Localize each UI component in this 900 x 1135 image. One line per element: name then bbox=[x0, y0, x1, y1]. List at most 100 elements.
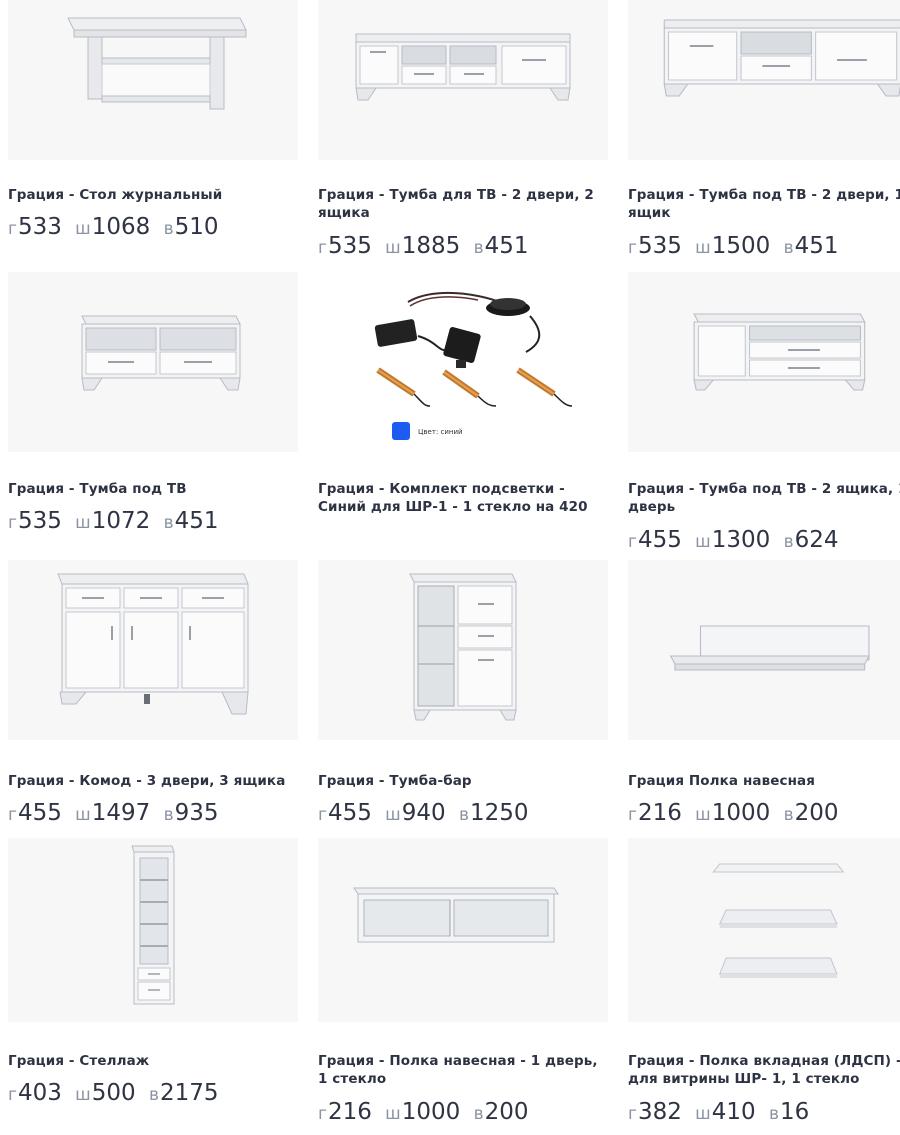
product-dimensions: г455 ш940 в1250 bbox=[318, 800, 529, 826]
width-value: 1068 bbox=[91, 214, 151, 240]
depth-label: г bbox=[8, 805, 17, 825]
depth-value: 533 bbox=[17, 214, 62, 240]
width-value: 1885 bbox=[401, 233, 461, 259]
width-value: 500 bbox=[91, 1080, 136, 1106]
width-label: ш bbox=[75, 1085, 91, 1105]
width-label: ш bbox=[75, 805, 91, 825]
product-title[interactable]: Грация - Комод - 3 двери, 3 ящика bbox=[8, 773, 286, 789]
height-value: 451 bbox=[484, 233, 529, 259]
width-label: ш bbox=[385, 805, 401, 825]
product-image[interactable] bbox=[628, 838, 900, 1022]
depth-label: г bbox=[8, 1085, 17, 1105]
depth-label: г bbox=[628, 1104, 637, 1124]
product-title[interactable]: Грация - Полка вкладная (ЛДСП) - для вит… bbox=[628, 1053, 900, 1087]
product-title[interactable]: Грация - Тумба под ТВ - 2 ящика, 1 дверь bbox=[628, 481, 900, 515]
height-value: 2175 bbox=[159, 1080, 219, 1106]
depth-label: г bbox=[628, 532, 637, 552]
height-value: 1250 bbox=[469, 800, 529, 826]
product-dimensions: г382 ш410 в16 bbox=[628, 1099, 809, 1125]
width-value: 1497 bbox=[91, 800, 151, 826]
product-dimensions: г403 ш500 в2175 bbox=[8, 1080, 219, 1106]
product-title[interactable]: Грация - Полка навесная - 1 дверь, 1 сте… bbox=[318, 1053, 598, 1087]
width-label: ш bbox=[385, 1104, 401, 1124]
depth-value: 455 bbox=[17, 800, 62, 826]
product-image[interactable] bbox=[318, 0, 608, 160]
height-value: 510 bbox=[174, 214, 219, 240]
shelf-boards-icon bbox=[712, 863, 845, 978]
height-label: в bbox=[783, 532, 794, 552]
height-value: 624 bbox=[794, 527, 839, 553]
product-image[interactable]: Цвет: синий bbox=[318, 272, 608, 452]
width-label: ш bbox=[385, 238, 401, 258]
product-title[interactable]: Грация - Тумба под ТВ - 2 двери, 1 ящик bbox=[628, 187, 900, 221]
dresser-icon bbox=[57, 573, 249, 715]
depth-label: г bbox=[8, 219, 17, 239]
height-value: 200 bbox=[794, 800, 839, 826]
product-title[interactable]: Грация - Стеллаж bbox=[8, 1053, 150, 1069]
product-title[interactable]: Грация - Тумба-бар bbox=[318, 773, 472, 789]
wall-shelf-icon bbox=[669, 625, 870, 671]
depth-value: 455 bbox=[637, 527, 682, 553]
height-label: в bbox=[148, 1085, 159, 1105]
depth-value: 403 bbox=[17, 1080, 62, 1106]
product-dimensions: г455 ш1300 в624 bbox=[628, 527, 839, 553]
tv-stand-wide-icon bbox=[355, 33, 571, 101]
width-label: ш bbox=[75, 219, 91, 239]
depth-label: г bbox=[628, 805, 637, 825]
depth-label: г bbox=[318, 805, 327, 825]
bookcase-icon bbox=[131, 845, 175, 1005]
depth-value: 216 bbox=[637, 800, 682, 826]
product-dimensions: г535 ш1072 в451 bbox=[8, 508, 219, 534]
product-dimensions: г535 ш1500 в451 bbox=[628, 233, 839, 259]
width-value: 1300 bbox=[711, 527, 771, 553]
width-label: ш bbox=[75, 513, 91, 533]
product-image[interactable] bbox=[628, 272, 900, 452]
product-dimensions: г455 ш1497 в935 bbox=[8, 800, 219, 826]
height-label: в bbox=[473, 238, 484, 258]
height-label: в bbox=[163, 219, 174, 239]
depth-label: г bbox=[8, 513, 17, 533]
height-label: в bbox=[768, 1104, 779, 1124]
product-dimensions: г216 ш1000 в200 bbox=[628, 800, 839, 826]
coffee-table-icon bbox=[67, 17, 247, 110]
product-image[interactable] bbox=[628, 560, 900, 740]
product-title[interactable]: Грация - Тумба под ТВ bbox=[8, 481, 187, 497]
width-label: ш bbox=[695, 805, 711, 825]
product-image[interactable] bbox=[8, 560, 298, 740]
depth-label: г bbox=[318, 238, 327, 258]
width-label: ш bbox=[695, 532, 711, 552]
product-dimensions: г533 ш1068 в510 bbox=[8, 214, 219, 240]
tv-stand-2door-icon bbox=[663, 19, 900, 97]
height-value: 200 bbox=[484, 1099, 529, 1125]
product-title[interactable]: Грация - Тумба для ТВ - 2 двери, 2 ящика bbox=[318, 187, 594, 221]
width-value: 1072 bbox=[91, 508, 151, 534]
led-kit-icon bbox=[374, 291, 573, 440]
width-value: 940 bbox=[401, 800, 446, 826]
depth-value: 535 bbox=[637, 233, 682, 259]
product-image[interactable] bbox=[318, 560, 608, 740]
product-image[interactable] bbox=[8, 0, 298, 160]
product-image[interactable] bbox=[318, 838, 608, 1022]
width-value: 1000 bbox=[401, 1099, 461, 1125]
product-image[interactable] bbox=[8, 272, 298, 452]
product-image[interactable] bbox=[628, 0, 900, 160]
hanging-cabinet-icon bbox=[353, 887, 559, 943]
product-title[interactable]: Грация - Комплект подсветки - Синий для … bbox=[318, 481, 588, 515]
tv-stand-small-icon bbox=[81, 315, 241, 391]
product-image[interactable] bbox=[8, 838, 298, 1022]
height-value: 451 bbox=[174, 508, 219, 534]
product-title[interactable]: Грация - Стол журнальный bbox=[8, 187, 223, 203]
bar-cabinet-icon bbox=[409, 573, 517, 721]
width-label: ш bbox=[695, 238, 711, 258]
product-title[interactable]: Грация Полка навесная bbox=[628, 773, 815, 789]
depth-value: 535 bbox=[327, 233, 372, 259]
product-dimensions: г535 ш1885 в451 bbox=[318, 233, 529, 259]
width-value: 410 bbox=[711, 1099, 756, 1125]
height-label: в bbox=[163, 513, 174, 533]
tv-stand-door-drawers-icon bbox=[693, 313, 866, 391]
width-label: ш bbox=[695, 1104, 711, 1124]
height-value: 451 bbox=[794, 233, 839, 259]
height-value: 16 bbox=[779, 1099, 810, 1125]
depth-value: 535 bbox=[17, 508, 62, 534]
width-value: 1500 bbox=[711, 233, 771, 259]
